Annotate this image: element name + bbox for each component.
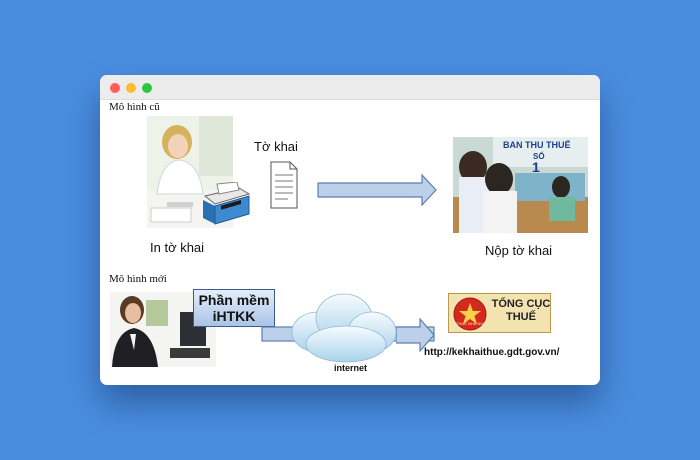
old-flow-arrow — [316, 173, 438, 207]
cloud-icon — [288, 290, 398, 366]
window-titlebar — [100, 75, 600, 100]
document-icon — [270, 161, 298, 209]
print-declaration-caption: In tờ khai — [150, 240, 205, 255]
printer-icon — [199, 181, 251, 226]
new-model-label: Mô hình mới — [109, 273, 167, 285]
office-sign-title: BAN THU THUẾ — [503, 140, 571, 150]
portal-url[interactable]: http://kekhaithue.gdt.gov.vn/ — [424, 347, 560, 358]
software-label-line2: iHTKK — [212, 308, 256, 324]
tax-department-logo: THUẾ NHÀ NƯỚC TỔNG CỤC THUẾ — [448, 293, 551, 333]
internet-label: internet — [334, 363, 368, 373]
tax-emblem-icon — [453, 297, 487, 331]
tax-office-photo: BAN THU THUẾ SỐ 1 — [453, 137, 588, 233]
minimize-window-button[interactable] — [126, 83, 136, 93]
software-label-line1: Phần mềm — [198, 292, 270, 308]
office-sign-counter: SỐ — [533, 152, 545, 161]
emblem-text: THUẾ NHÀ NƯỚC — [456, 321, 491, 326]
new-model-operator-photo — [110, 292, 216, 367]
submit-declaration-caption: Nộp tờ khai — [485, 243, 553, 258]
old-model-worker-photo — [147, 116, 233, 228]
ihtkk-software-box: Phần mềm iHTKK — [193, 289, 275, 327]
office-sign-number: 1 — [532, 159, 540, 175]
declaration-label: Tờ khai — [254, 139, 298, 154]
worker-printer-illustration — [147, 116, 233, 228]
app-window: Mô hình cũ In tờ khai — [100, 75, 600, 385]
new-flow-arrow-head — [395, 317, 436, 353]
tax-dept-line1: TỔNG CỤC — [491, 298, 551, 310]
diagram-canvas: Mô hình cũ In tờ khai — [100, 99, 600, 385]
old-model-label: Mô hình cũ — [109, 101, 160, 113]
maximize-window-button[interactable] — [142, 83, 152, 93]
close-window-button[interactable] — [110, 83, 120, 93]
tax-dept-line2: THUẾ — [506, 311, 536, 323]
